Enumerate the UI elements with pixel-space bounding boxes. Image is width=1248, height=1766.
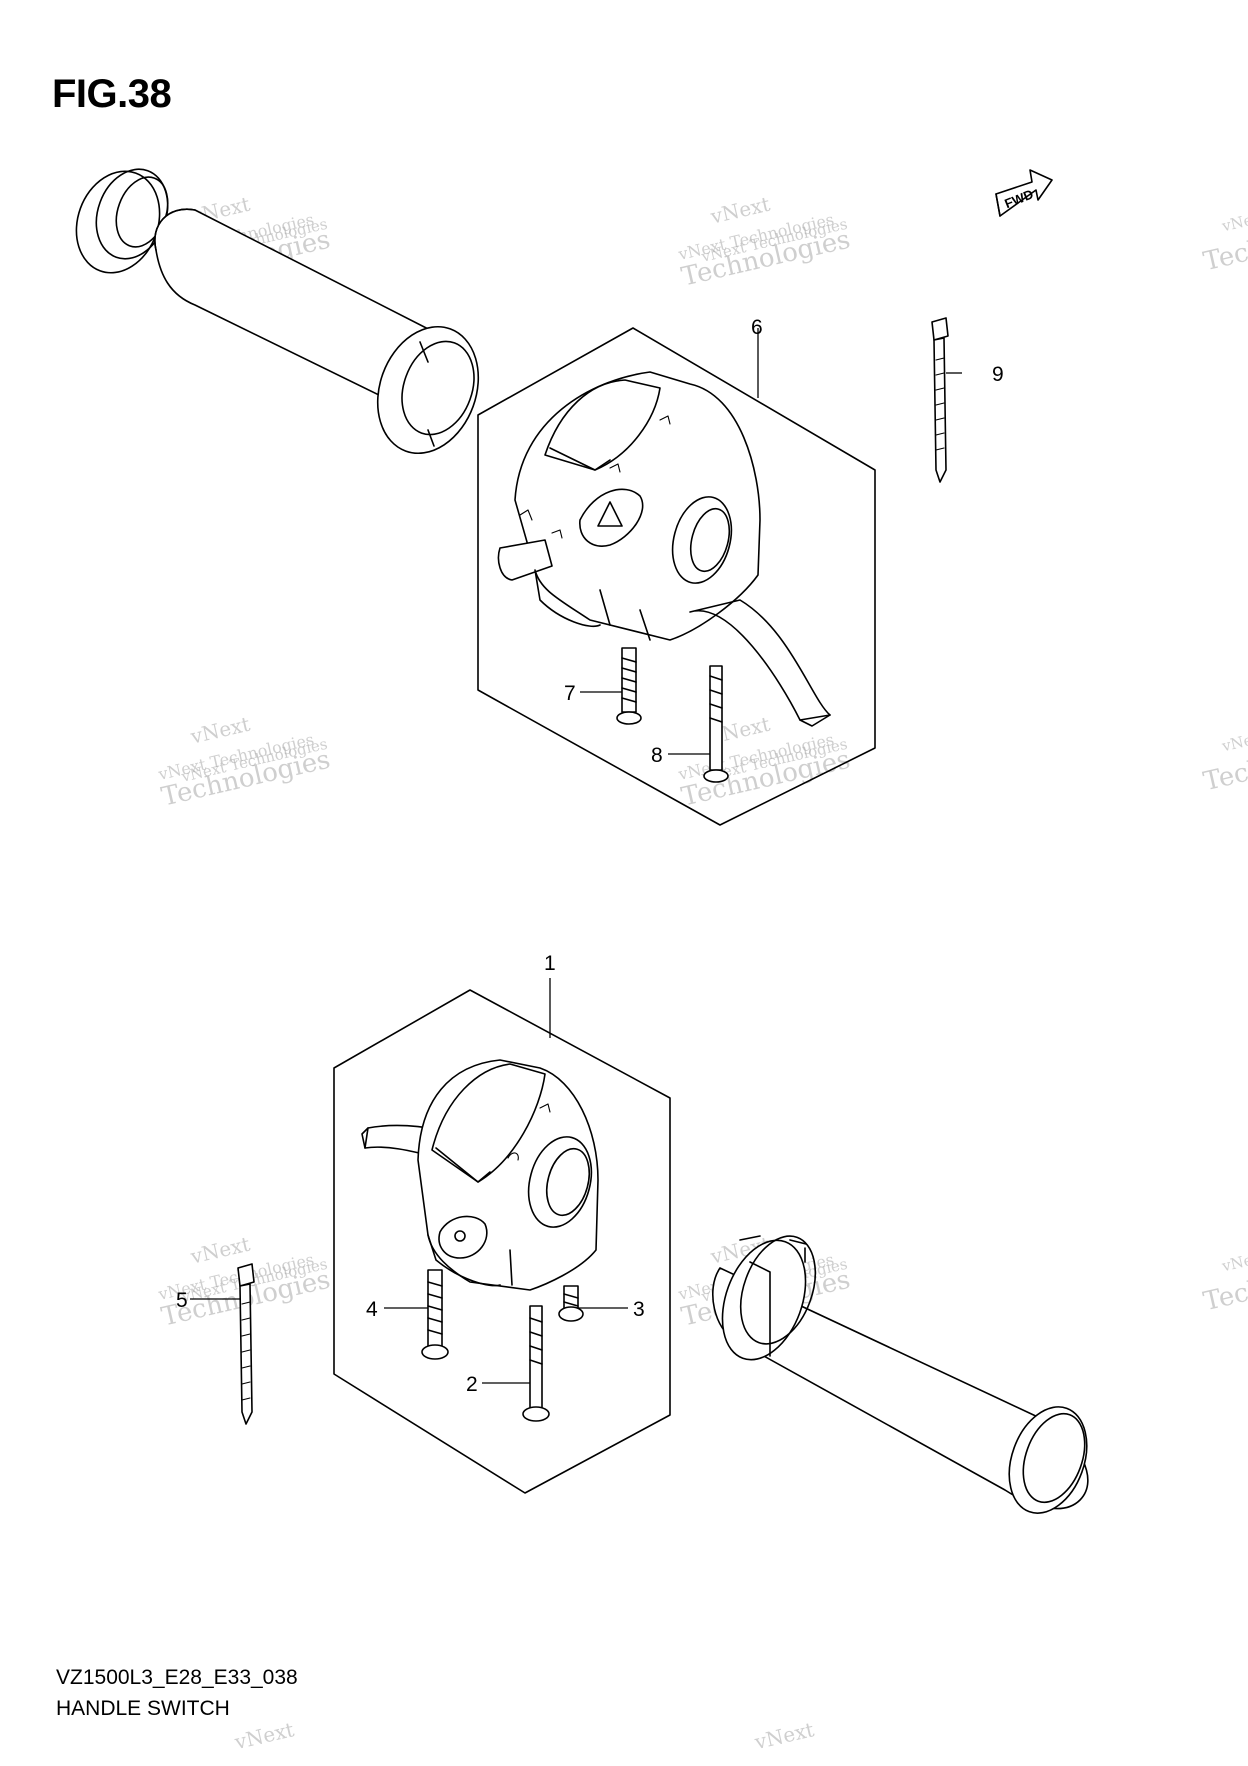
starter-switch-rocker bbox=[431, 1063, 546, 1183]
dimmer-switch-rocker bbox=[544, 379, 661, 471]
screw-3-part bbox=[558, 1285, 584, 1322]
handlebar-hole bbox=[671, 496, 733, 584]
watermark-text: vNext bbox=[187, 712, 252, 749]
watermark: vNext bbox=[751, 1717, 816, 1754]
watermark-text: vNext Technologies bbox=[1219, 1224, 1248, 1275]
callout-9: 9 bbox=[992, 363, 1004, 386]
hazard-button bbox=[579, 488, 644, 547]
callout-6: 6 bbox=[751, 316, 763, 339]
screw-4-part bbox=[421, 1269, 449, 1360]
watermark: vNext Technologies Technologies bbox=[1201, 704, 1248, 797]
watermark: vNext Technologies Technologies bbox=[1201, 184, 1248, 277]
callout-7: 7 bbox=[564, 682, 576, 705]
watermark-text: vNext bbox=[707, 192, 772, 229]
grip-flange bbox=[376, 325, 480, 455]
switch-cable-right bbox=[689, 599, 831, 721]
headlight-icon bbox=[659, 415, 671, 425]
cable-tie-5-part bbox=[237, 1263, 255, 1425]
screw-8-part bbox=[703, 665, 729, 783]
handlebar-hole bbox=[527, 1136, 593, 1228]
engine-stop-button bbox=[438, 1215, 488, 1259]
grip-left-part bbox=[75, 168, 480, 455]
switch-box-right-assembly bbox=[477, 327, 876, 826]
callout-4: 4 bbox=[366, 1298, 378, 1321]
throttle-grip-part bbox=[712, 1235, 1089, 1514]
grip-end bbox=[1008, 1406, 1088, 1514]
watermark: vNext bbox=[231, 1717, 296, 1754]
callout-labels: 6 9 7 8 1 4 2 3 5 bbox=[176, 316, 1004, 1396]
switch-box-left-assembly bbox=[333, 989, 671, 1494]
diagram-caption: HANDLE SWITCH bbox=[56, 1697, 230, 1720]
assembly-outline bbox=[333, 989, 671, 1494]
figure-title: FIG.38 bbox=[52, 72, 172, 116]
forward-arrow-icon bbox=[995, 169, 1053, 217]
diagram-code: VZ1500L3_E28_E33_038 bbox=[56, 1666, 298, 1689]
hazard-icon bbox=[597, 501, 623, 527]
watermark-text: vNext bbox=[187, 1232, 252, 1269]
callout-8: 8 bbox=[651, 744, 663, 767]
watermark-text: vNext bbox=[751, 1717, 816, 1754]
screw-head bbox=[703, 769, 729, 783]
cable-tie-head bbox=[931, 317, 949, 341]
headlight-low-icon bbox=[609, 463, 621, 473]
cable-tie-9-part bbox=[931, 317, 949, 483]
leader-lines bbox=[190, 328, 962, 1384]
screw-2-part bbox=[522, 1305, 550, 1422]
watermark-text: vNext Technologies bbox=[1219, 184, 1248, 235]
grip-ring-outer bbox=[75, 170, 161, 274]
callout-2: 2 bbox=[466, 1373, 478, 1396]
callout-1: 1 bbox=[544, 952, 556, 975]
turn-left-icon bbox=[519, 509, 533, 521]
engine-icon bbox=[507, 1152, 519, 1161]
watermark-text: vNext bbox=[231, 1717, 296, 1754]
cable-tie-head bbox=[237, 1263, 255, 1287]
screw-head bbox=[558, 1306, 584, 1322]
start-icon bbox=[539, 1103, 551, 1113]
watermark: vNext Technologies Technologies bbox=[1201, 1224, 1248, 1317]
screw-head bbox=[421, 1344, 449, 1360]
screw-7-part bbox=[616, 647, 642, 725]
grip-flange bbox=[721, 1239, 807, 1361]
turn-signal-knob bbox=[497, 539, 553, 581]
assembly-outline bbox=[477, 327, 876, 826]
callout-3: 3 bbox=[633, 1298, 645, 1321]
callout-5: 5 bbox=[176, 1289, 188, 1312]
screw-head bbox=[522, 1406, 550, 1422]
screw-head bbox=[616, 711, 642, 725]
watermark-text: vNext Technologies bbox=[1219, 704, 1248, 755]
forward-direction-marker: FWD bbox=[995, 169, 1053, 217]
turn-right-icon bbox=[551, 529, 563, 539]
